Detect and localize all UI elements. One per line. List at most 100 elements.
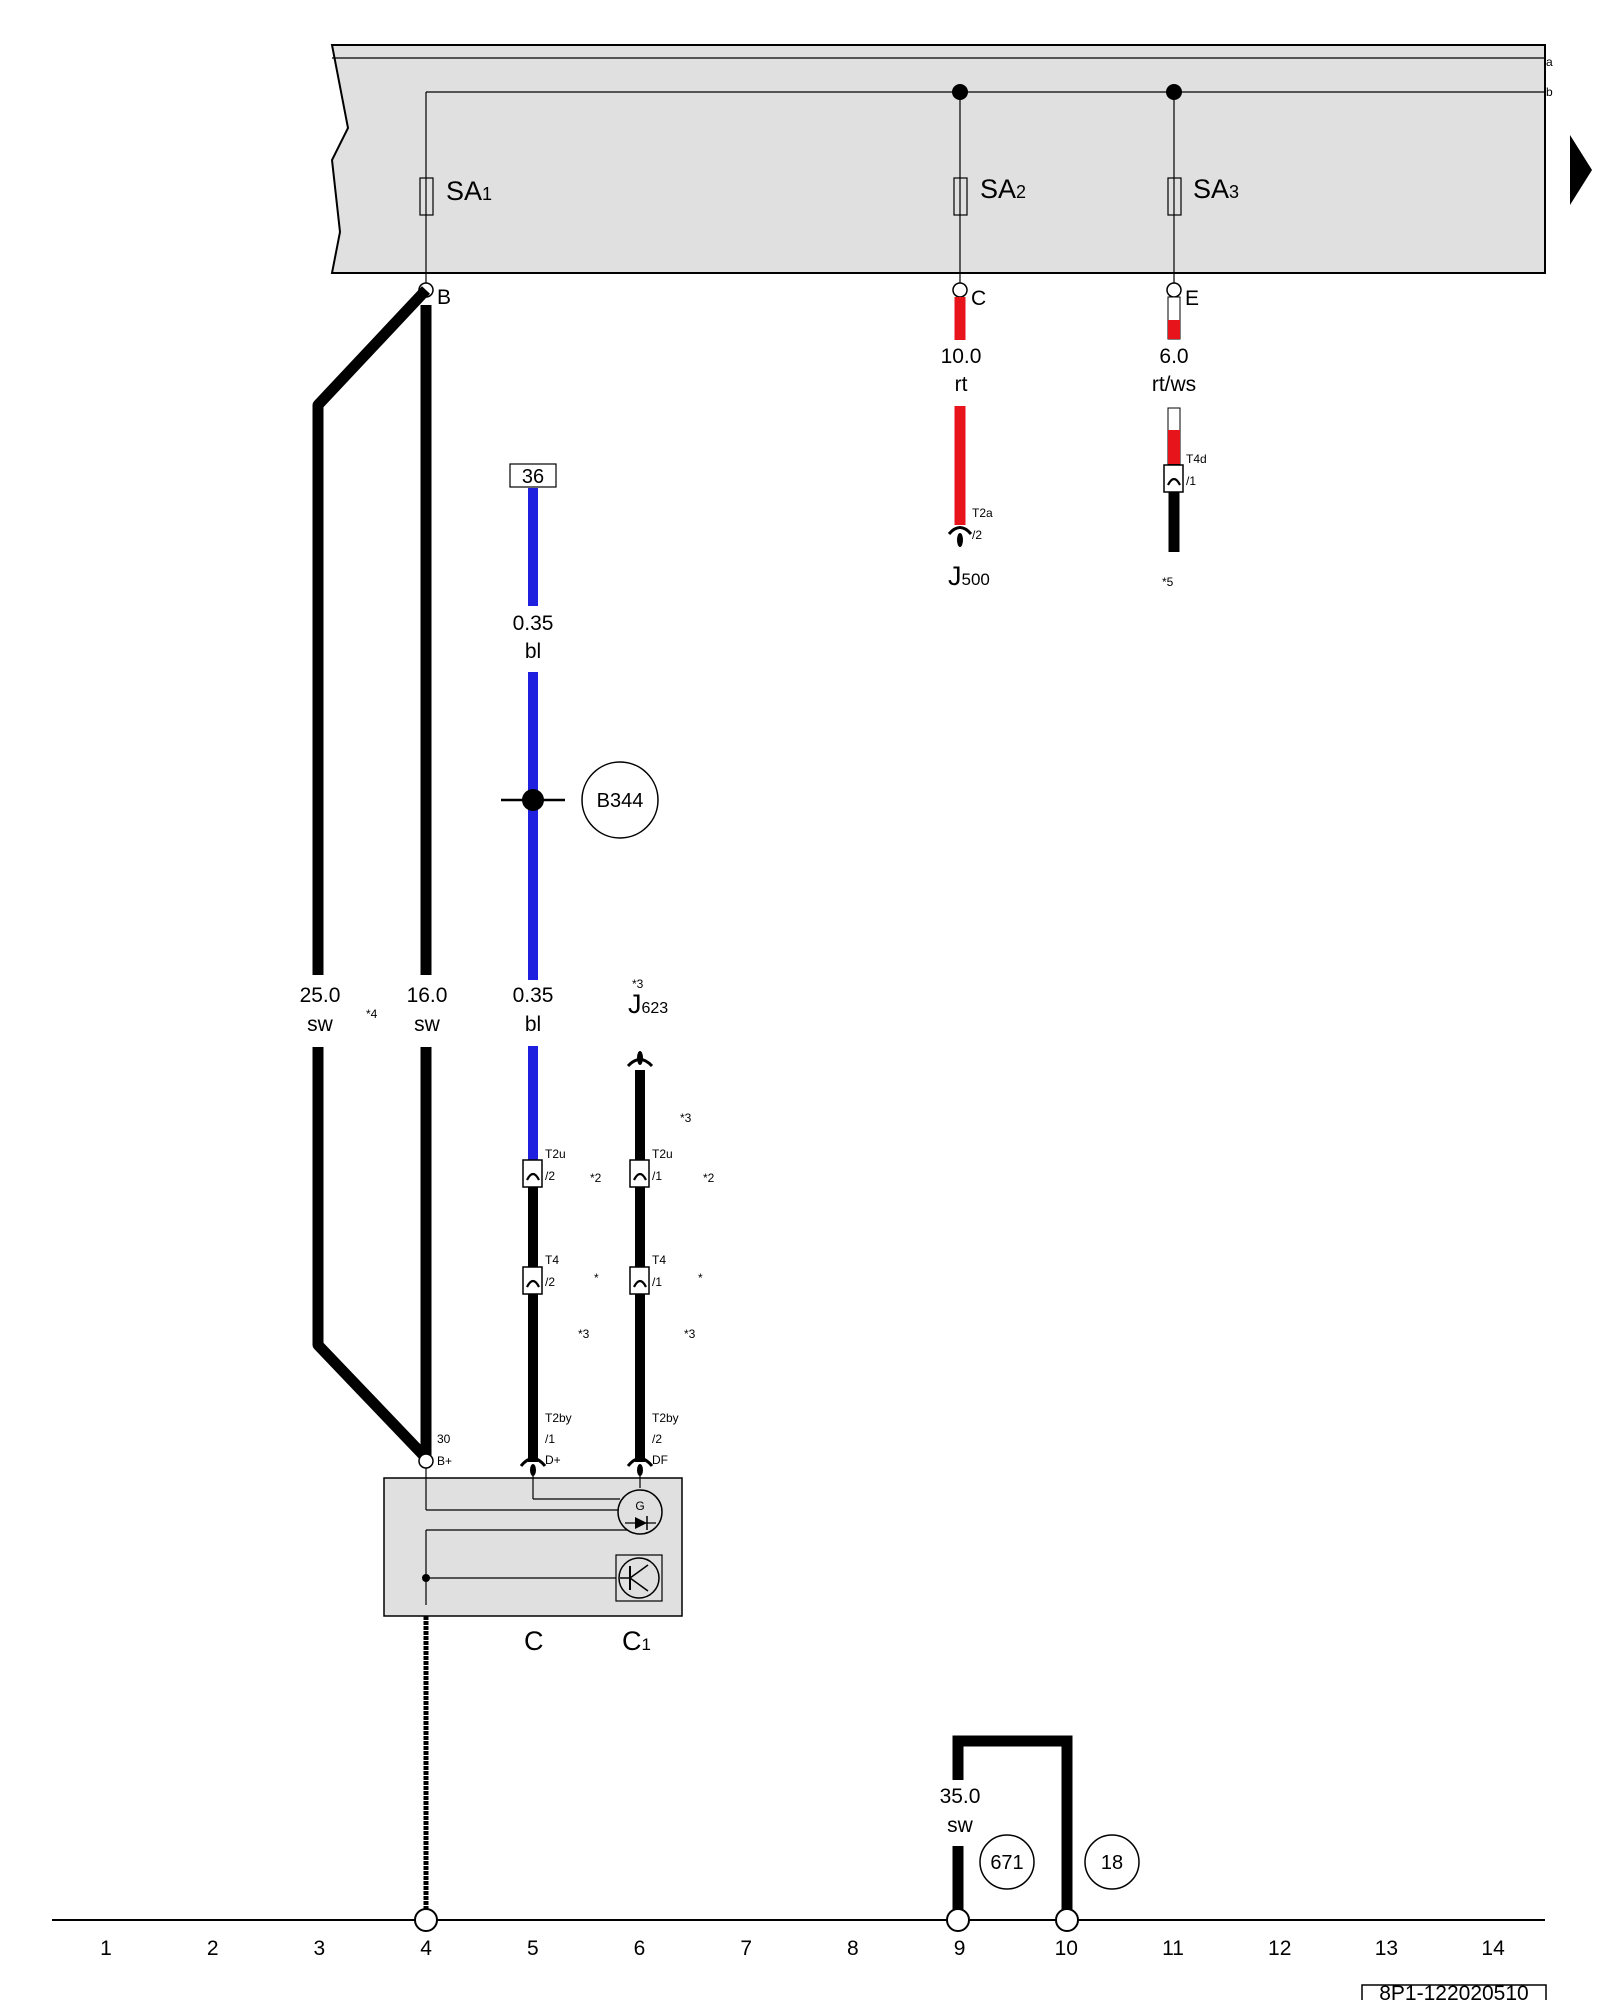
diode-icon (635, 1517, 647, 1529)
connector-pin (633, 1172, 647, 1181)
component-label-j623: J623 (628, 989, 668, 1019)
note: *3 (578, 1327, 590, 1341)
note: *5 (1162, 575, 1174, 589)
wire-size: 0.35 (513, 984, 554, 1007)
fuse-terminal-label: B (437, 286, 451, 309)
label-bg (500, 606, 566, 672)
generator-label: G (635, 1499, 644, 1513)
wire-size: 0.35 (513, 612, 554, 635)
reference-label-b344: B344 (597, 790, 644, 812)
pin-socket-icon (626, 1457, 654, 1467)
note: *3 (680, 1111, 692, 1125)
terminal-number: 30 (437, 1432, 451, 1446)
connector-pin (1167, 477, 1181, 486)
connector-pin (526, 1279, 540, 1288)
wire-color: sw (307, 1013, 334, 1036)
connector-pin-label: /1 (652, 1169, 662, 1183)
doc-id-box (1361, 1984, 1547, 2000)
component-label-c1: C1 (622, 1626, 651, 1656)
connector-name: T2by (545, 1411, 572, 1425)
connector-pin-label: /2 (652, 1432, 662, 1446)
track-number: 14 (1481, 1937, 1505, 1960)
note: *4 (366, 1007, 378, 1021)
internal-junction (422, 1574, 430, 1582)
note: *2 (703, 1171, 715, 1185)
fuse-icon (1167, 177, 1182, 216)
label-bg (925, 1780, 995, 1846)
fuse-panel (330, 44, 1546, 274)
wire-25-sw (312, 286, 431, 1462)
fuse-terminal-label: E (1185, 287, 1199, 310)
terminal-point (418, 1453, 434, 1469)
label-bg (500, 980, 566, 1046)
fuse-terminal-label: C (971, 287, 986, 310)
connector-name: T4 (545, 1253, 559, 1267)
connector-pin-label: /2 (972, 528, 982, 542)
wire-color: sw (947, 1814, 974, 1837)
component-label-j500: J500 (948, 561, 990, 591)
note: *2 (590, 1171, 602, 1185)
ground-point-icon (1055, 1908, 1079, 1932)
wire-color: rt (955, 373, 968, 396)
label-bg (1138, 340, 1212, 406)
ground-point-icon (946, 1908, 970, 1932)
track-number: 8 (847, 1937, 859, 1960)
connector-pin-label: /1 (545, 1432, 555, 1446)
ground-point-icon (414, 1908, 438, 1932)
transistor-icon (629, 1577, 649, 1592)
component-label-c: C (524, 1626, 544, 1656)
pin-icon (637, 1051, 643, 1065)
reference-circle-18 (1084, 1834, 1140, 1890)
connector-pin-label: /1 (1186, 474, 1196, 488)
wire-size: 16.0 (407, 984, 448, 1007)
connector-pin-label: /2 (545, 1169, 555, 1183)
label-bg (396, 975, 456, 1047)
wire-color: bl (525, 1013, 541, 1036)
track-number: 3 (314, 1937, 326, 1960)
wire-6-rt-stripe (1168, 430, 1180, 464)
reference-label-18: 18 (1101, 1852, 1123, 1874)
connector-name: T2by (652, 1411, 679, 1425)
pin-socket-icon (947, 526, 973, 536)
reference-label-671: 671 (990, 1852, 1023, 1874)
terminal-label: D+ (545, 1453, 561, 1467)
terminal-label: B+ (437, 1454, 452, 1468)
track-number: 13 (1375, 1937, 1398, 1960)
track-number: 9 (954, 1937, 966, 1960)
track-number: 2 (207, 1937, 219, 1960)
bus-label-b: b (1546, 85, 1553, 99)
wire-size: 10.0 (941, 345, 982, 368)
connector-pin (526, 1172, 540, 1181)
track-number: 7 (740, 1937, 752, 1960)
track-number: 10 (1055, 1937, 1078, 1960)
connector-name: T4 (652, 1253, 666, 1267)
terminal-label: DF (652, 1453, 668, 1467)
track-number: 5 (527, 1937, 539, 1960)
reference-box-36 (509, 463, 557, 488)
connector-name: T2u (545, 1147, 566, 1161)
note: *3 (684, 1327, 696, 1341)
reference-circle-b344 (581, 761, 659, 839)
connector-pin-label: /1 (652, 1275, 662, 1289)
note: * (698, 1271, 703, 1285)
label-bg (290, 975, 350, 1047)
track-number: 6 (634, 1937, 646, 1960)
reference-box-label: 36 (522, 466, 544, 488)
fuse-icon (953, 177, 968, 216)
wire-color: bl (525, 640, 541, 663)
wire-color: sw (414, 1013, 441, 1036)
track-number: 1 (100, 1937, 112, 1960)
wire-color: rt/ws (1152, 373, 1196, 396)
fuse-icon (419, 177, 434, 216)
pin-icon (957, 533, 963, 547)
splice-point (522, 789, 544, 811)
note: *3 (632, 977, 644, 991)
wire-size: 6.0 (1159, 345, 1188, 368)
pin-socket-icon (519, 1457, 547, 1467)
doc-id: 8P1-122020510 (1379, 1982, 1528, 2000)
fuse-label-sa1: SA1 (446, 176, 492, 206)
connector-name: T2a (972, 506, 993, 520)
fuse-terminal (952, 282, 968, 298)
